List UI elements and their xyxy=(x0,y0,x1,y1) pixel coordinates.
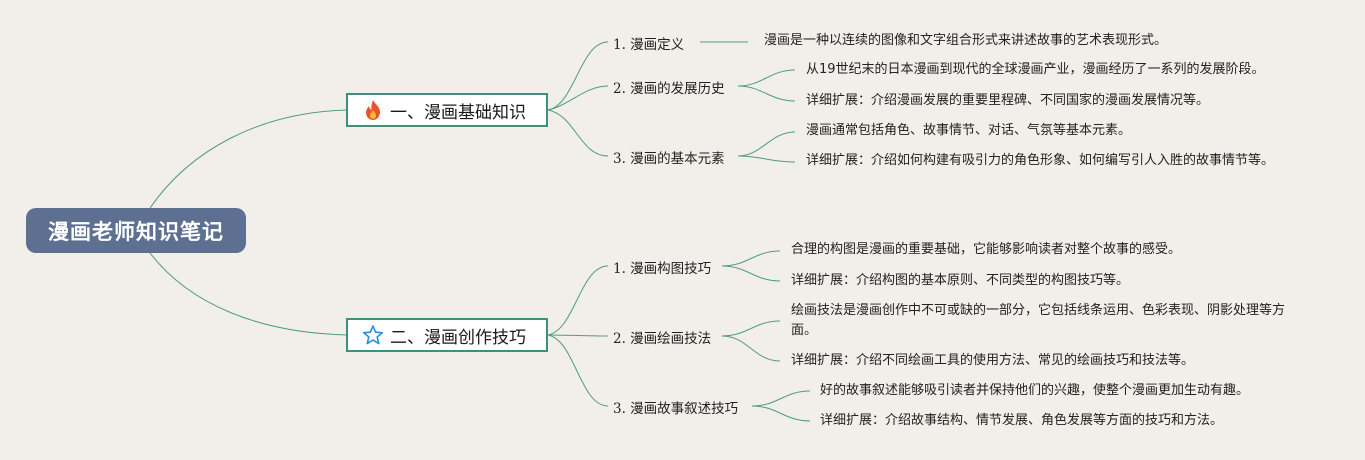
leaf-drawing-1[interactable]: 绘画技法是漫画创作中不可或缺的一部分，它包括线条运用、色彩表现、阴影处理等方面。 xyxy=(791,303,1286,338)
subtopic-storytelling[interactable]: 3. 漫画故事叙述技巧 xyxy=(613,401,739,417)
subtopic-drawing[interactable]: 2. 漫画绘画技法 xyxy=(613,331,712,347)
leaf-storytelling-1[interactable]: 好的故事叙述能够吸引读者并保持他们的兴趣，使整个漫画更加生动有趣。 xyxy=(820,383,1250,398)
subtopic-composition[interactable]: 1. 漫画构图技巧 xyxy=(613,261,712,277)
leaf-composition-2[interactable]: 详细扩展：介绍构图的基本原则、不同类型的构图技巧等。 xyxy=(791,273,1130,288)
branch-basics[interactable]: 一、漫画基础知识 xyxy=(346,93,548,127)
root-node[interactable]: 漫画老师知识笔记 xyxy=(26,208,246,253)
leaf-definition[interactable]: 漫画是一种以连续的图像和文字组合形式来讲述故事的艺术表现形式。 xyxy=(764,33,1168,48)
subtopic-elements[interactable]: 3. 漫画的基本元素 xyxy=(613,151,725,167)
leaf-elements-2[interactable]: 详细扩展：介绍如何构建有吸引力的角色形象、如何编写引人入胜的故事情节等。 xyxy=(806,153,1275,168)
branch-techniques[interactable]: 二、漫画创作技巧 xyxy=(346,318,548,352)
leaf-history-2[interactable]: 详细扩展：介绍漫画发展的重要里程碑、不同国家的漫画发展情况等。 xyxy=(806,93,1210,108)
leaf-composition-1[interactable]: 合理的构图是漫画的重要基础，它能够影响读者对整个故事的感受。 xyxy=(791,242,1182,257)
root-title: 漫画老师知识笔记 xyxy=(48,219,224,244)
fire-icon xyxy=(362,99,384,121)
leaf-elements-1[interactable]: 漫画通常包括角色、故事情节、对话、气氛等基本元素。 xyxy=(806,123,1132,138)
star-icon xyxy=(362,324,384,346)
subtopic-history[interactable]: 2. 漫画的发展历史 xyxy=(613,81,725,97)
connector-root-branch2 xyxy=(149,252,349,336)
leaf-drawing-2[interactable]: 详细扩展：介绍不同绘画工具的使用方法、常见的绘画技巧和技法等。 xyxy=(791,353,1195,368)
branch-title: 一、漫画基础知识 xyxy=(390,102,526,123)
leaf-history-1[interactable]: 从19世纪末的日本漫画到现代的全球漫画产业，漫画经历了一系列的发展阶段。 xyxy=(806,62,1265,77)
leaf-storytelling-2[interactable]: 详细扩展：介绍故事结构、情节发展、角色发展等方面的技巧和方法。 xyxy=(820,413,1224,428)
connector-root-branch1 xyxy=(149,109,349,209)
branch-title: 二、漫画创作技巧 xyxy=(390,327,526,348)
subtopic-definition[interactable]: 1. 漫画定义 xyxy=(613,37,685,53)
